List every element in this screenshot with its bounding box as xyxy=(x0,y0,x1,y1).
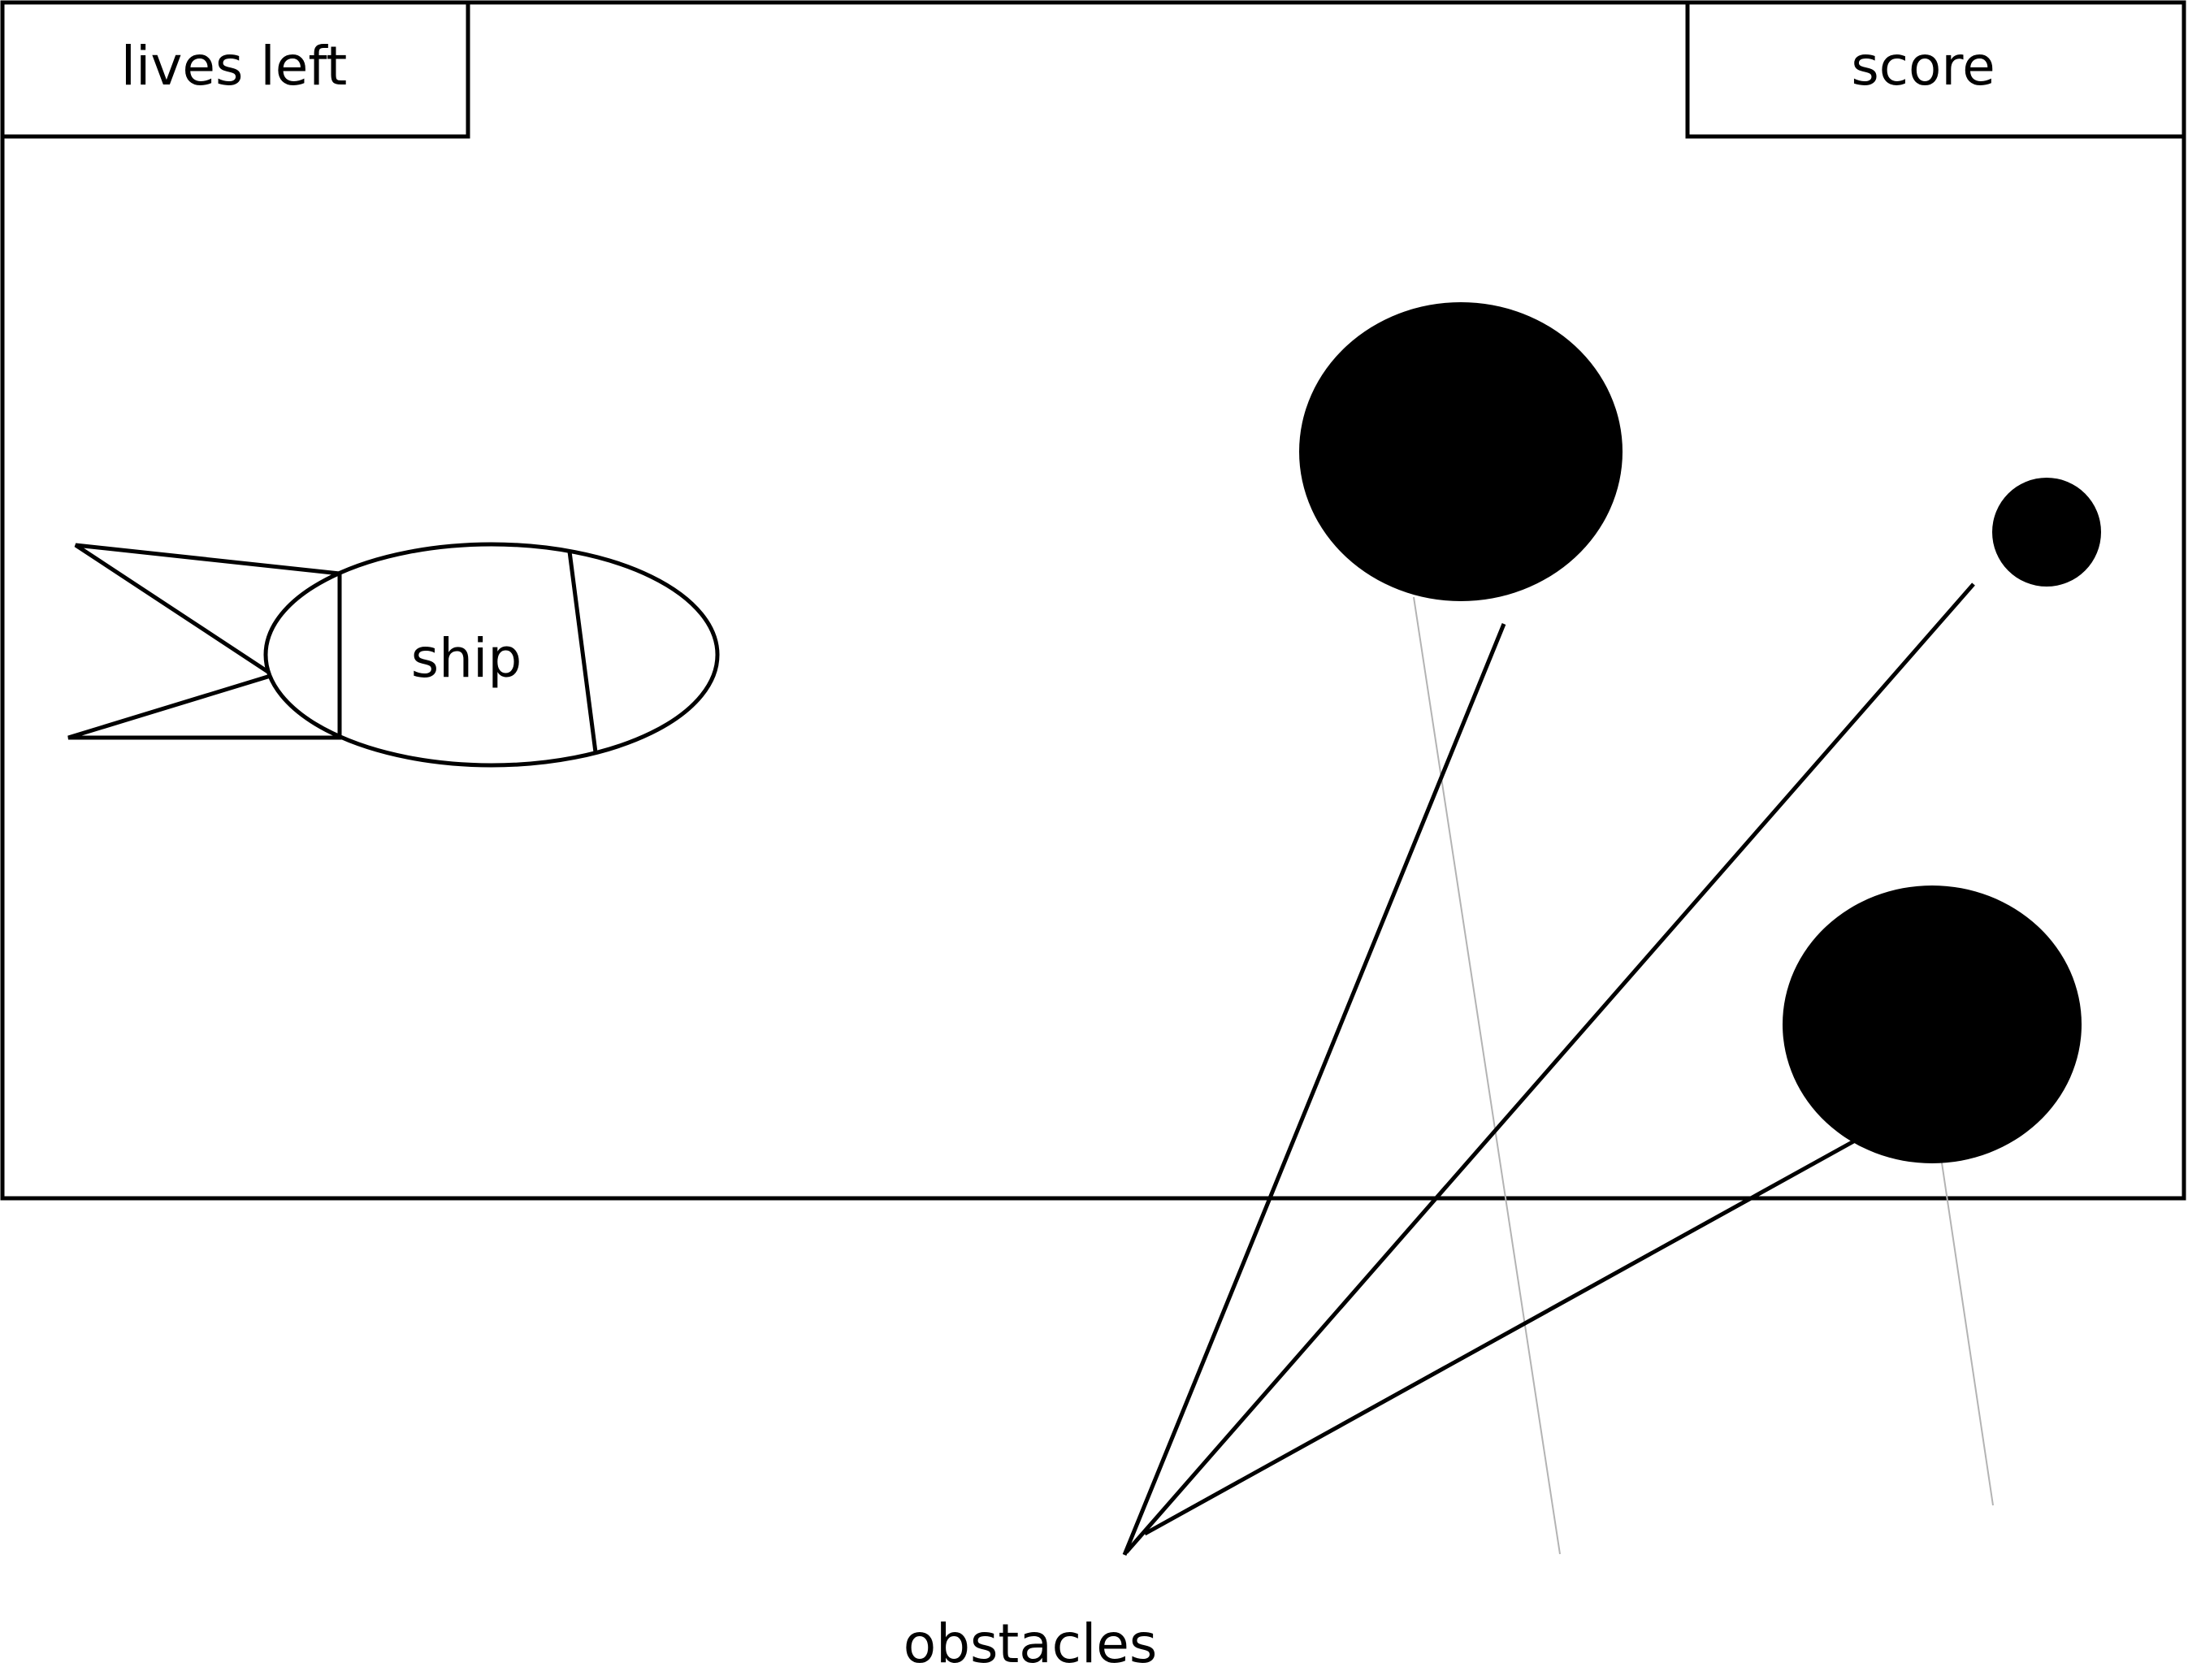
lives-left-panel: lives left xyxy=(0,0,470,139)
obstacle-large-top xyxy=(1299,302,1623,601)
obstacles xyxy=(1299,302,2101,1163)
ship-body xyxy=(263,542,720,768)
lives-left-label: lives left xyxy=(121,35,348,97)
ship: ship xyxy=(67,542,720,768)
obstacle-small xyxy=(1992,478,2101,587)
callout-line-to-small-obstacle xyxy=(1124,582,1975,1554)
lives-left-box xyxy=(0,0,470,139)
score-label: score xyxy=(1851,35,1995,97)
guide-line-right xyxy=(1939,1151,1994,1506)
callout-line-to-top-obstacle xyxy=(1122,623,1506,1556)
obstacles-label: obstacles xyxy=(903,1613,1158,1675)
score-box xyxy=(1685,0,2186,139)
obstacle-large-bottom xyxy=(1783,885,2082,1163)
game-screen-frame xyxy=(0,0,2186,1201)
guide-line-left xyxy=(1413,596,1561,1555)
ship-label: ship xyxy=(411,627,522,690)
obstacles-callout-lines xyxy=(1122,582,1975,1556)
score-panel: score xyxy=(1685,0,2186,139)
callout-line-to-bottom-obstacle xyxy=(1143,1137,1858,1536)
ship-front-divider xyxy=(567,551,598,753)
